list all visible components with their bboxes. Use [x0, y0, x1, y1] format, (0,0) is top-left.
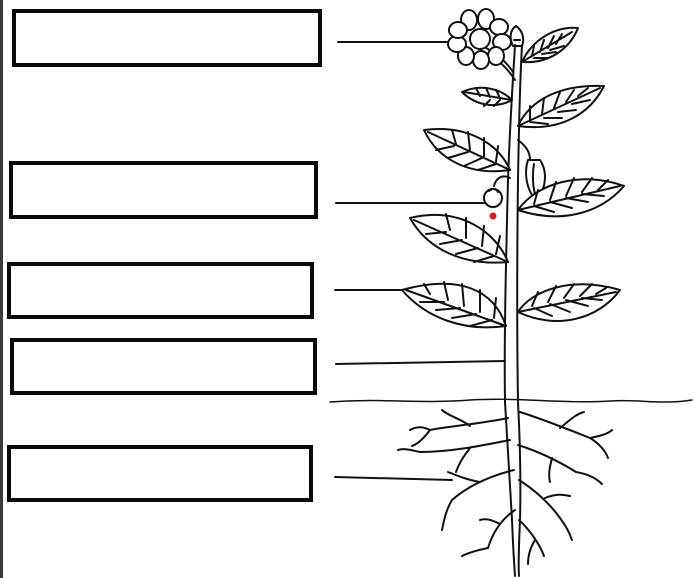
leaf-lower-left [409, 213, 509, 264]
fruit-dot [489, 212, 497, 220]
leaves [401, 26, 625, 329]
fruit [483, 175, 511, 220]
pointer-line-stem [335, 360, 506, 365]
flower-head [447, 8, 512, 70]
page-edge-line [0, 0, 3, 578]
label-box-fruit[interactable] [9, 161, 318, 219]
label-box-stem[interactable] [10, 338, 317, 395]
pointer-lines [334, 41, 506, 481]
leaf-upper-left [461, 86, 513, 107]
top-bud [509, 25, 525, 47]
leaf-bottom-left [401, 281, 507, 329]
leaf-mid-left [423, 128, 511, 173]
pointer-line-roots [334, 476, 453, 481]
ground-line [329, 398, 693, 403]
label-box-roots[interactable] [7, 445, 313, 502]
leaf-mid-right [517, 177, 625, 218]
leaf-upper-right [517, 84, 605, 129]
roots [397, 401, 613, 577]
label-box-flower[interactable] [12, 9, 322, 67]
leaf-bottom-right [517, 283, 621, 322]
label-box-leaf[interactable] [7, 262, 314, 319]
leaf-top-right [521, 26, 579, 64]
